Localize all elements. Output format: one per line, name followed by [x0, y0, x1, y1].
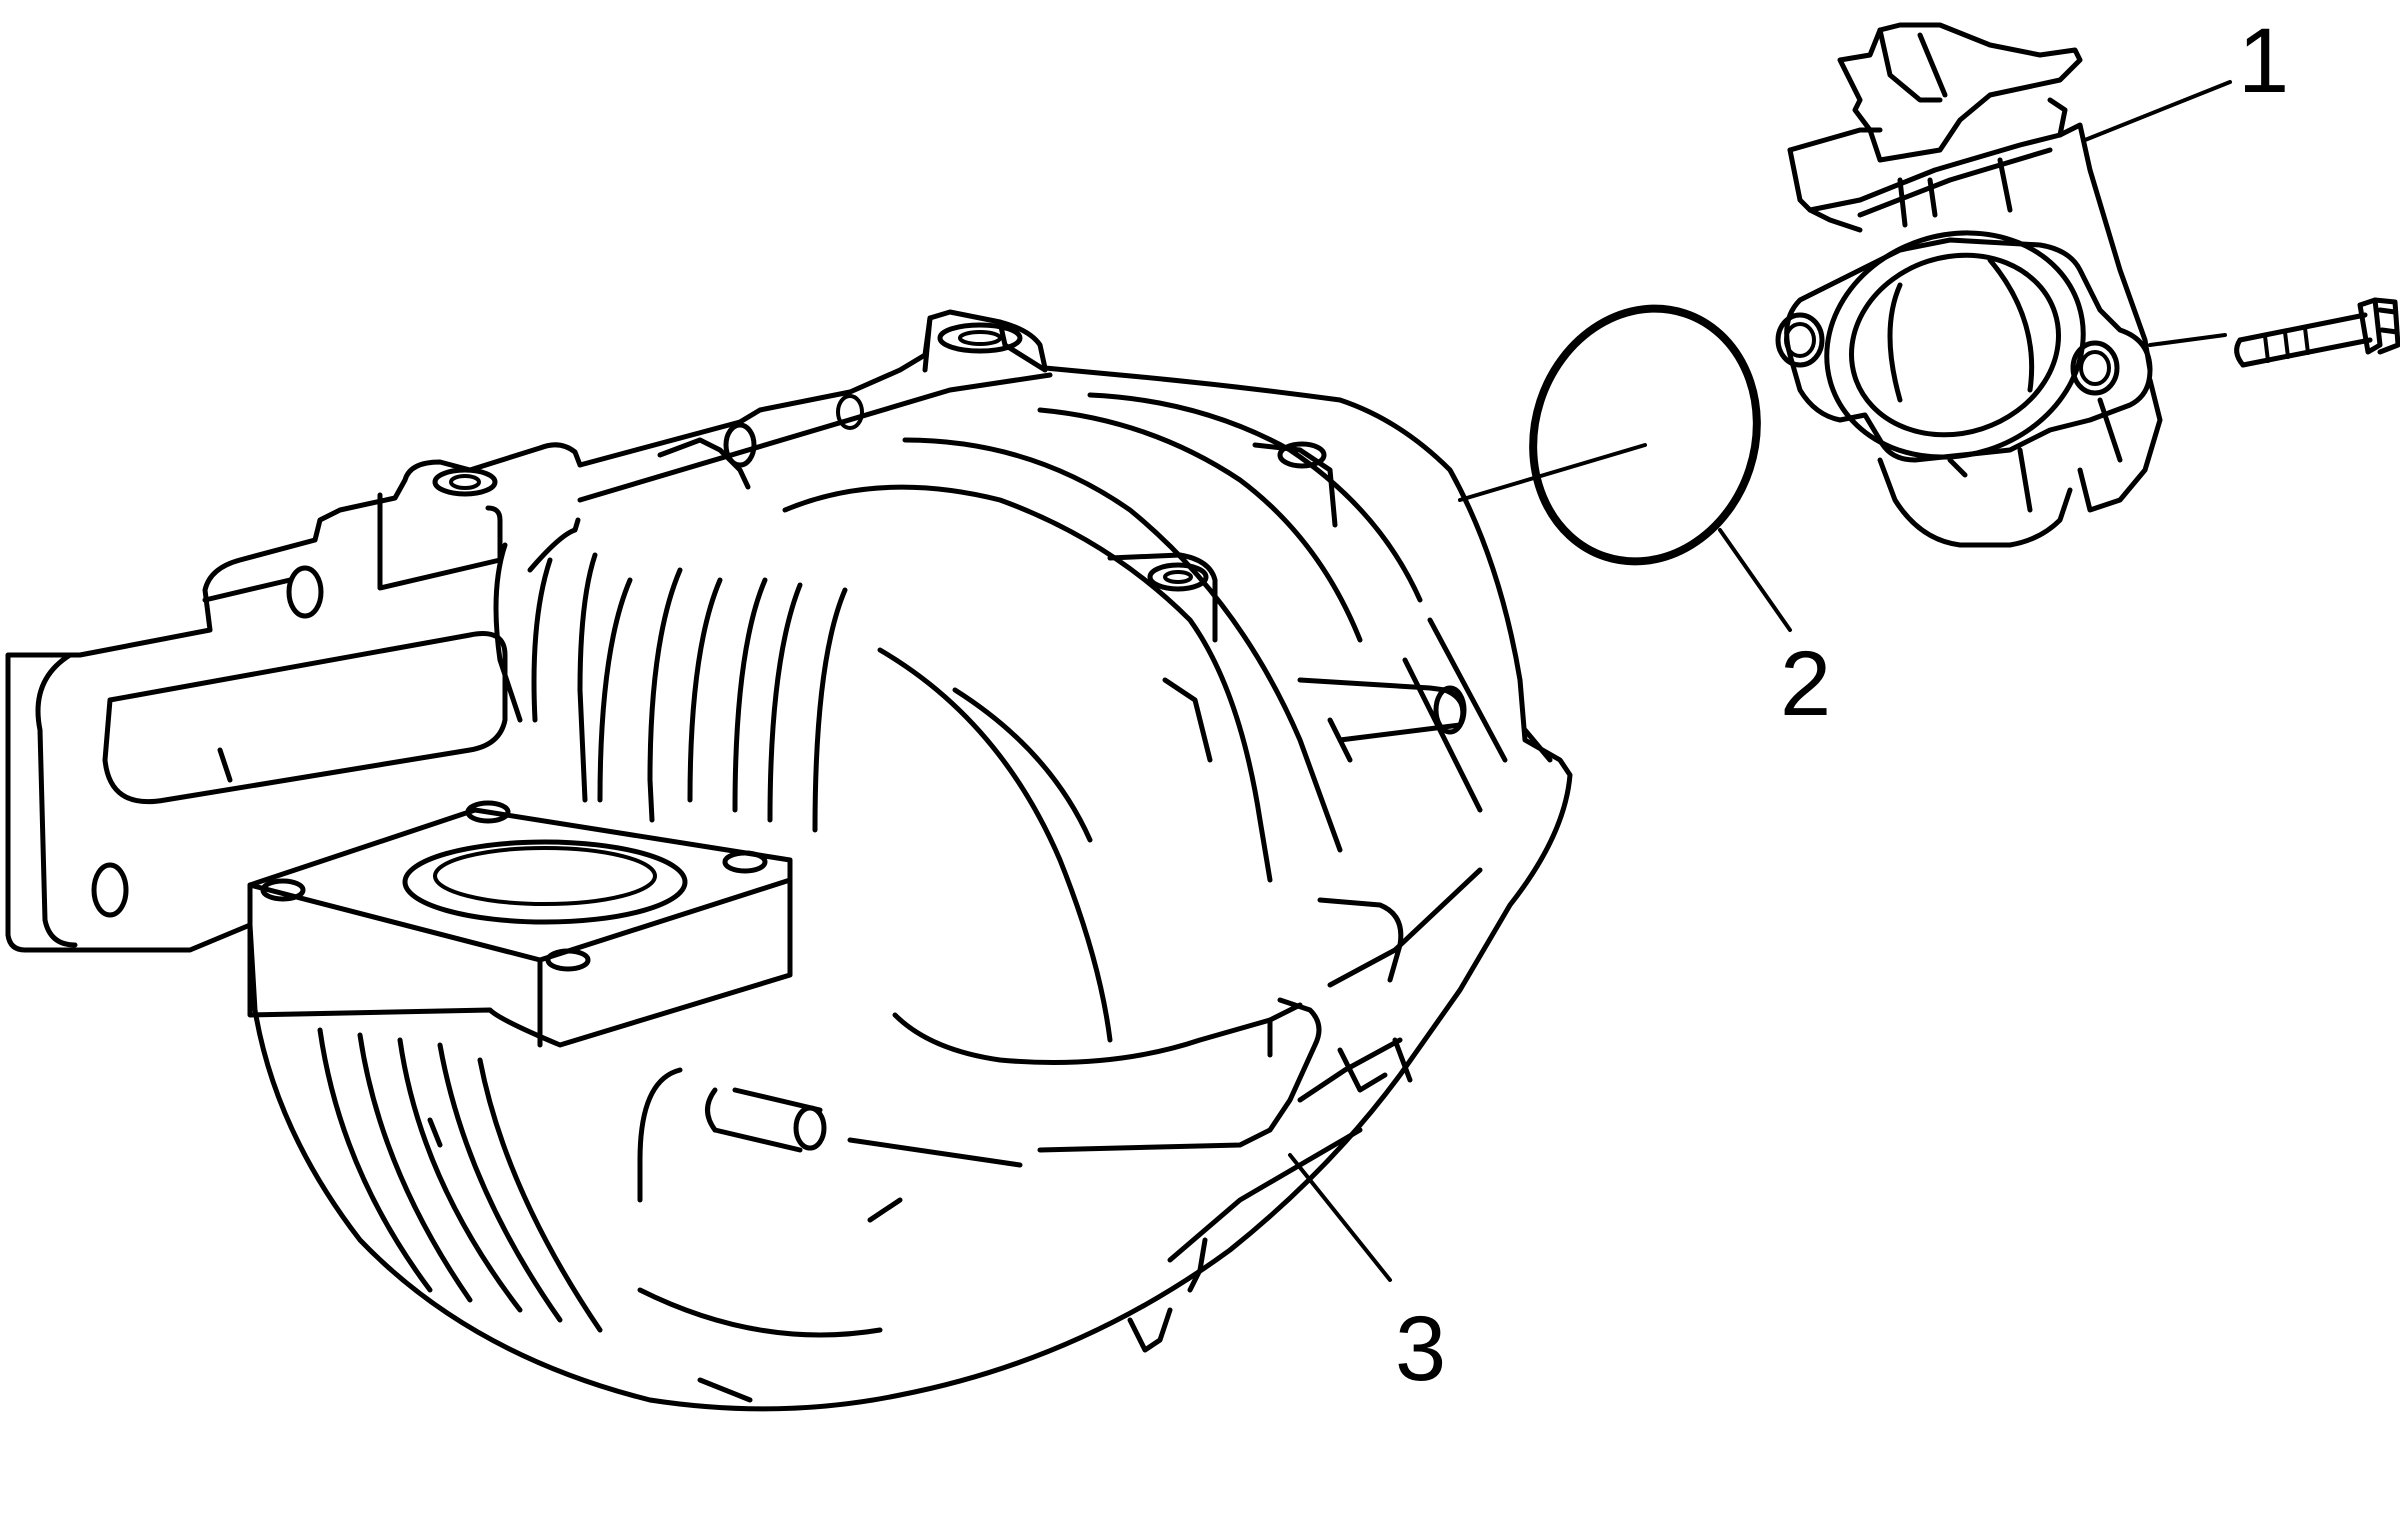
callout-3-leader — [1288, 1153, 1392, 1282]
intake-manifold-drawing — [5, 309, 1573, 1412]
callout-1-bolt-leader — [2148, 333, 2227, 347]
callout-2-leader — [1458, 443, 1647, 502]
callout-3-label: 3 — [1395, 1298, 1446, 1400]
callout-2-label-leader — [1718, 528, 1792, 632]
o-ring-gasket-drawing — [1529, 304, 1761, 566]
callout-1-leader — [2083, 80, 2232, 142]
callout-1-label: 1 — [2238, 10, 2289, 112]
throttle-body-drawing — [1775, 22, 2400, 548]
callout-2-label: 2 — [1780, 633, 1831, 735]
